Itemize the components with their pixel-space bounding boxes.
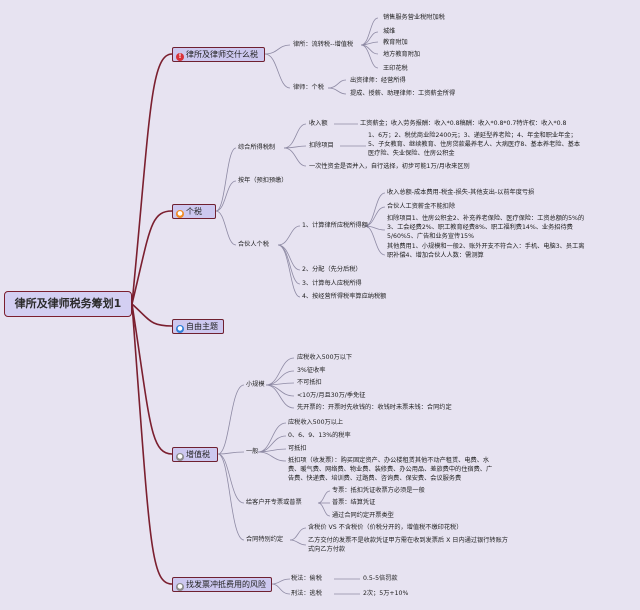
comprehensive-income-topic[interactable]: 综合所得税制: [238, 144, 276, 151]
general-taxpayer-item[interactable]: 0、6、9、13%的税率: [288, 432, 351, 439]
client-invoice-item[interactable]: 通过合同约定开票类型: [332, 512, 394, 519]
general-taxpayer-item[interactable]: 抵扣项（收发票）：购买固定资产、办公楼租赁其他不动产租赁、电费、水费、暖气费、网…: [288, 457, 493, 482]
small-scale-item[interactable]: 不可抵扣: [297, 379, 322, 386]
general-taxpayer-item[interactable]: 可抵扣: [288, 445, 307, 452]
small-scale-topic[interactable]: 小规模: [246, 381, 265, 388]
exclamation-icon: !: [176, 53, 184, 61]
edge-root-risk: [131, 303, 173, 585]
partner-step-1-item[interactable]: 扣除项目1、住房公积金2、补充养老保险、医疗保险：工资总额的5%的3、工会经费2…: [387, 215, 585, 240]
orange-circle-icon: ●: [176, 210, 184, 218]
client-invoice-item[interactable]: 专票：抵扣凭证收票方必须是一般: [332, 487, 425, 494]
gray-circle-icon: ●: [176, 583, 184, 591]
small-scale-item[interactable]: 先开票的：开票时先收钱的：收钱时未票未钱：合同约定: [297, 404, 452, 411]
contract-clause-item[interactable]: 含税价 VS 不含税价（价税分开的，增值税不缴印花税）: [308, 524, 463, 531]
globe-icon: ●: [176, 325, 184, 333]
risk-row-value[interactable]: 0.5-5倍罚款: [363, 575, 398, 582]
bonus-text[interactable]: 一次性资金是否并入，自行选择，初步可能1万/月收来区别: [309, 163, 470, 170]
deduction-text[interactable]: 1、6万；2、税优商业险2400元；3、递延型养老险；4、年金和职业年金；5、子…: [368, 132, 581, 157]
risk-row-label[interactable]: 刑法：逃税: [291, 590, 322, 597]
small-scale-item[interactable]: 3%征收率: [297, 367, 326, 374]
lawyer-tax-item[interactable]: 提成、授薪、助理律师：工资薪金所得: [350, 90, 456, 97]
risk-row-value[interactable]: 2次；5万+10%: [363, 590, 409, 597]
partner-step-4[interactable]: 4、按经营所得税率算应纳税额: [302, 293, 387, 300]
firm-tax-item[interactable]: 地方教育附加: [383, 51, 421, 58]
firm-tax-item[interactable]: 教育附加: [383, 39, 408, 46]
edge-root-tax-types: [131, 53, 173, 305]
partner-iit-topic[interactable]: 合伙人个税: [238, 241, 269, 248]
branch-invoice-risk[interactable]: ●找发票冲抵费用的风险: [172, 577, 272, 592]
branch-label: 律所及律师交什么税: [186, 50, 258, 59]
general-taxpayer-item[interactable]: 应税收入500万以上: [288, 419, 344, 426]
edge-root-iit: [131, 210, 173, 305]
root-topic[interactable]: 律所及律师税务筹划1: [4, 291, 132, 317]
small-scale-item[interactable]: <10万/月且30万/季免征: [297, 392, 366, 399]
branch-free-topic[interactable]: ●自由主题: [172, 319, 224, 334]
branch-label: 自由主题: [186, 322, 218, 331]
partner-step-1-item[interactable]: 收入总额-成本费用-税金-损失-其他支出-以前年度亏损: [387, 189, 535, 196]
client-invoice-topic[interactable]: 给客户开专票或普票: [246, 499, 302, 506]
gray-circle-icon: ●: [176, 453, 184, 461]
deduction-topic[interactable]: 扣除项目: [309, 142, 334, 149]
firm-tax-item[interactable]: 城维: [383, 28, 396, 35]
branch-label: 个税: [186, 207, 202, 216]
income-amount-topic[interactable]: 收入额: [309, 120, 328, 127]
partner-step-1[interactable]: 1、计算律所应税所得额: [302, 222, 368, 229]
lawyer-iit-topic[interactable]: 律师：个税: [293, 84, 324, 91]
branch-vat[interactable]: ●增值税: [172, 447, 218, 462]
branch-label: 增值税: [186, 450, 210, 459]
branch-label: 找发票冲抵费用的风险: [186, 580, 266, 589]
annual-withholding-topic[interactable]: 按年（预扣预缴）: [238, 177, 288, 184]
edge-root-free-topic: [131, 303, 173, 327]
partner-step-3[interactable]: 3、计算每人应税所得: [302, 280, 362, 287]
partner-step-2[interactable]: 2、分配（先分后税）: [302, 266, 362, 273]
firm-tax-item[interactable]: 王印花税: [383, 65, 408, 72]
branch-iit[interactable]: ●个税: [172, 204, 216, 219]
small-scale-item[interactable]: 应税收入500万以下: [297, 354, 353, 361]
contract-clause-topic[interactable]: 合同特别约定: [246, 536, 284, 543]
firm-vat-topic[interactable]: 律所：流转税--增值税: [293, 41, 354, 48]
contract-clause-item[interactable]: 乙方交付的发票不是收款凭证甲方需在收到发票后 X 日内通过银行转账方式向乙方付款: [308, 537, 508, 553]
lawyer-tax-item[interactable]: 出资律师：经营所得: [350, 77, 406, 84]
firm-tax-item[interactable]: 销售服务营业税附加税: [383, 14, 445, 21]
general-taxpayer-topic[interactable]: 一般: [246, 448, 259, 455]
branch-tax-types[interactable]: !律所及律师交什么税: [172, 47, 265, 62]
income-amount-text[interactable]: 工资薪金；收入劳务报酬：收入*0.8稿酬：收入*0.8*0.7特许权：收入*0.…: [360, 120, 567, 127]
edge-root-vat: [131, 303, 173, 455]
client-invoice-item[interactable]: 普票：结算凭证: [332, 499, 376, 506]
risk-row-label[interactable]: 税法：偷税: [291, 575, 322, 582]
partner-step-1-item[interactable]: 合伙人工资薪金不能扣除: [387, 203, 456, 210]
partner-step-1-item[interactable]: 其他费用1、小规模和一般2、账外开支不符合入：手机、电脑3、员工离职补偿4、增加…: [387, 243, 585, 259]
